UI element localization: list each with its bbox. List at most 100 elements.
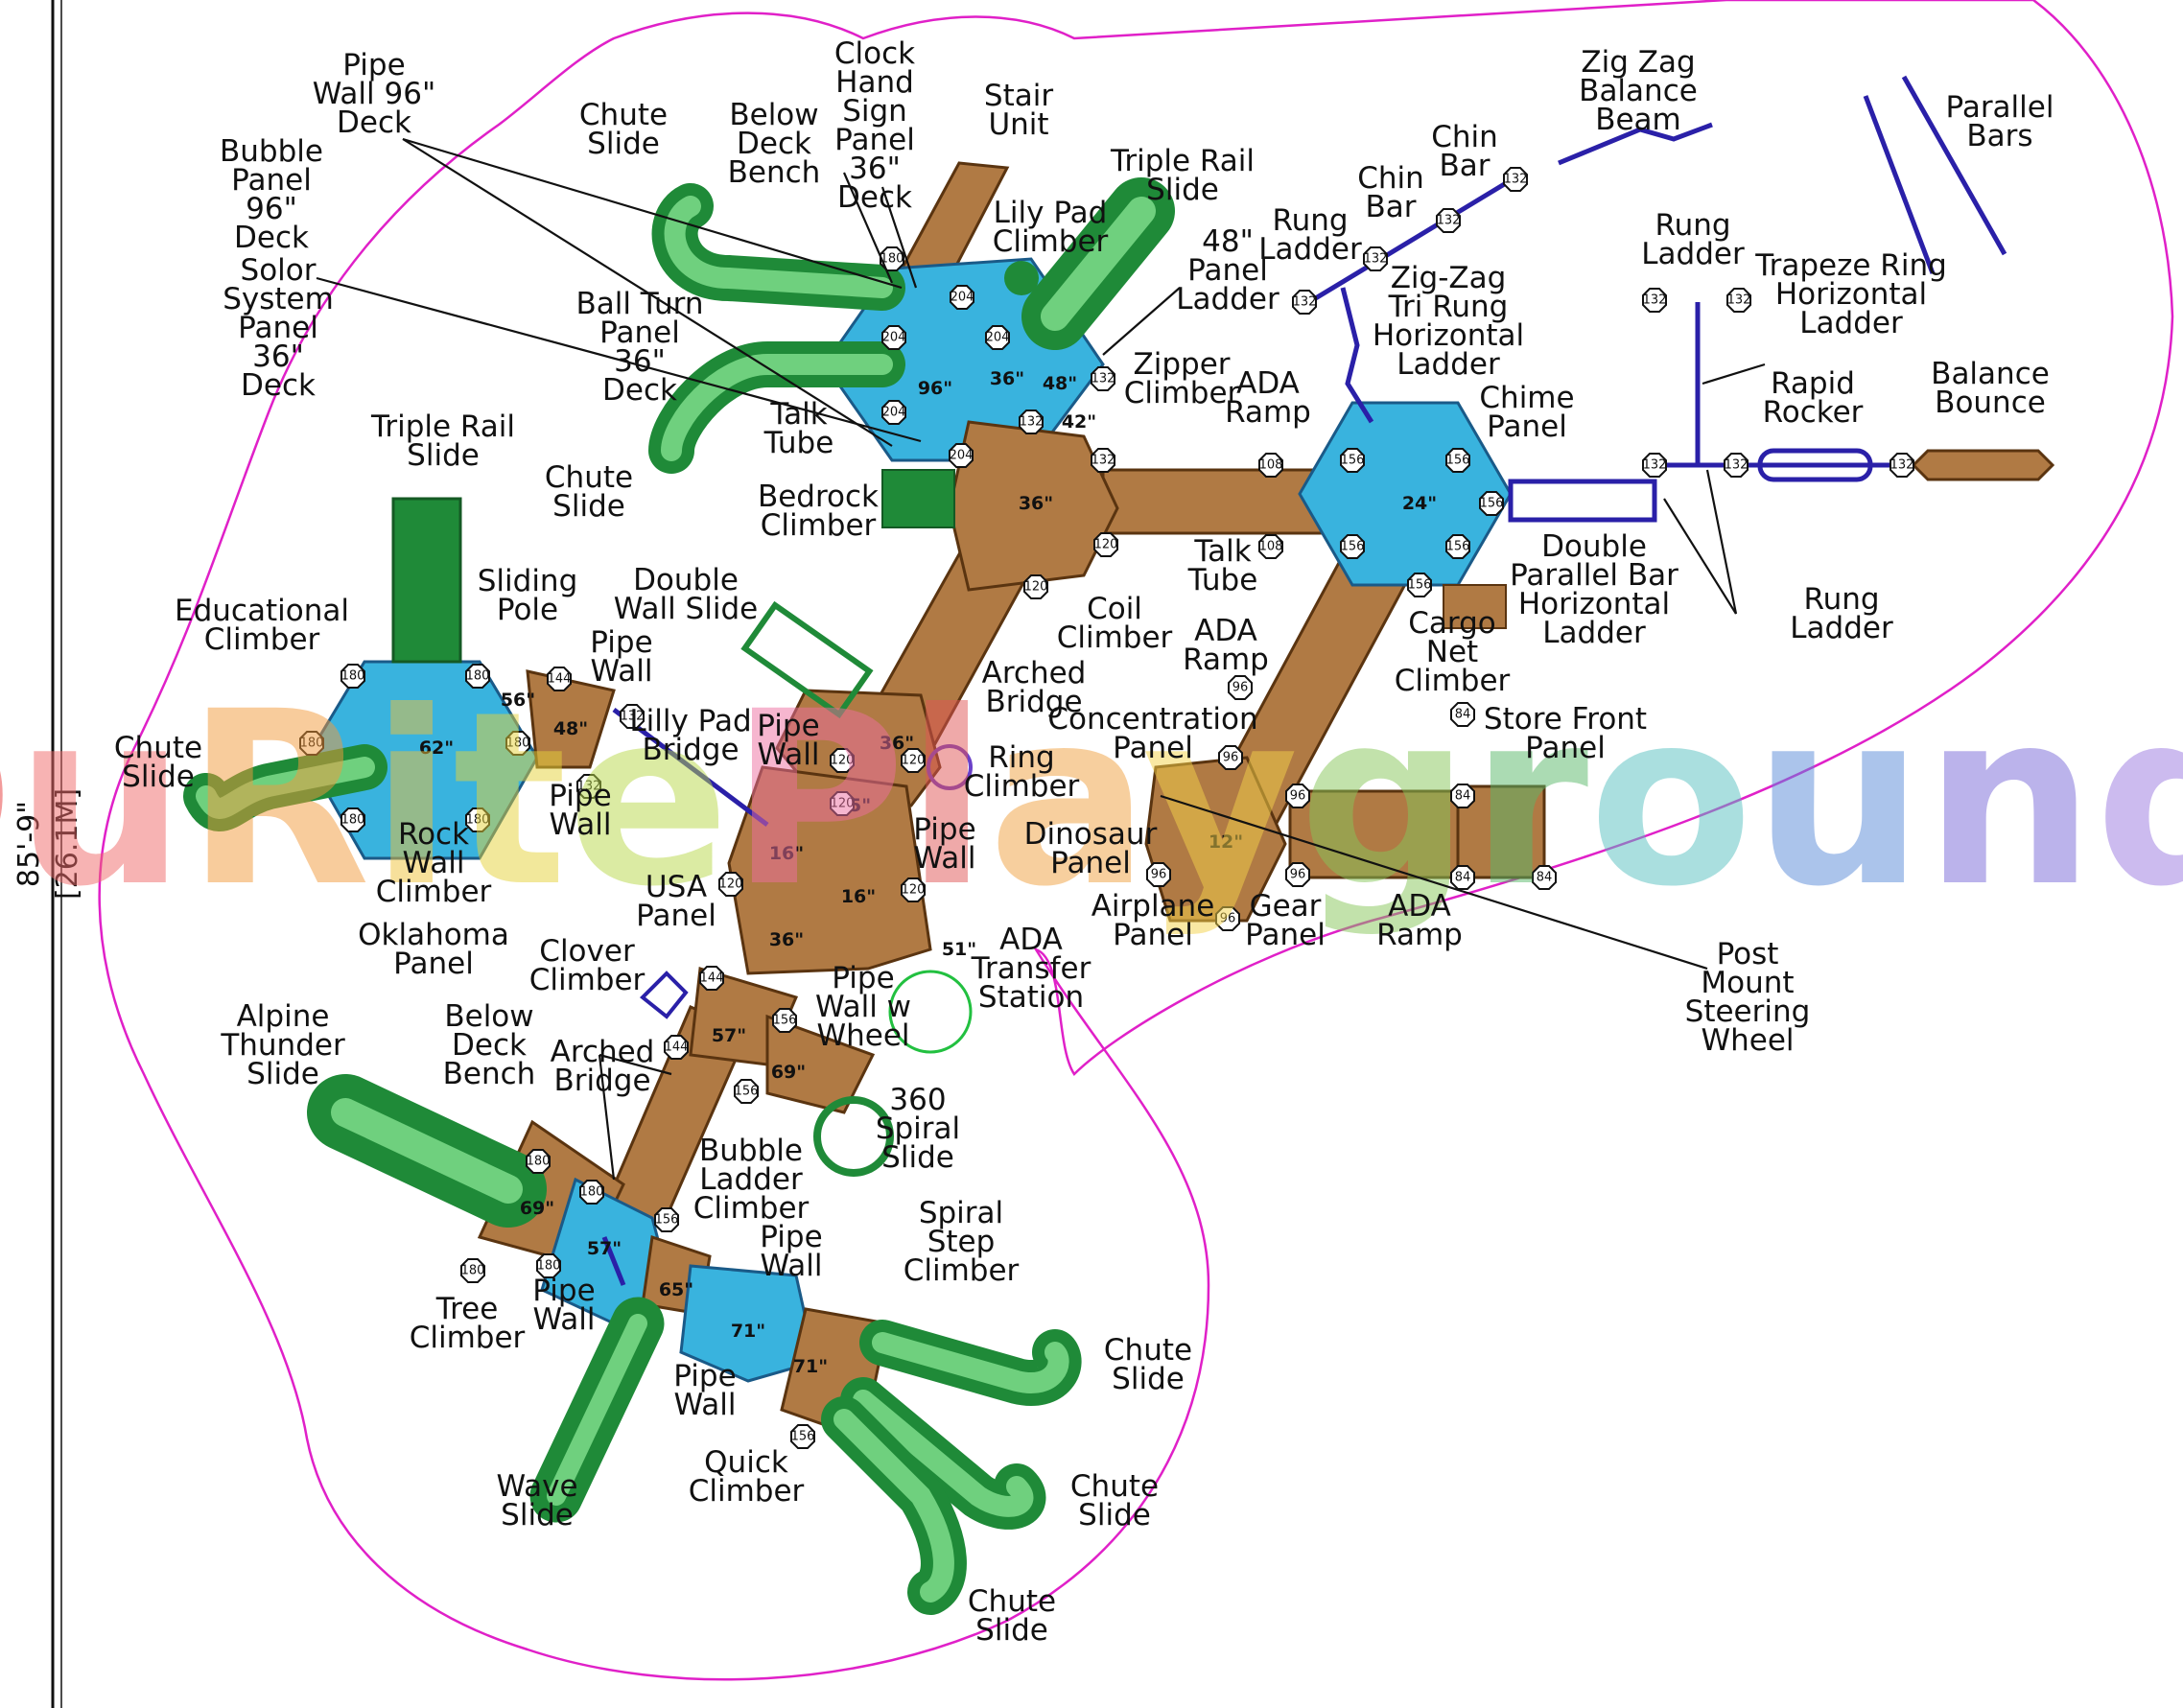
label-line: Rapid	[1771, 366, 1855, 401]
deck-height-36a: 36"	[990, 368, 1024, 389]
chute-to-bench	[601, 1236, 626, 1286]
post-octagon	[340, 807, 365, 832]
label-line: Chute	[1070, 1469, 1159, 1504]
label-line: Wall 96"	[313, 77, 435, 111]
post-height: 204	[882, 331, 906, 345]
label-line: Climber	[376, 875, 492, 909]
label-line: Wall w	[815, 990, 911, 1024]
label-line: Trapeze Ring	[1754, 248, 1947, 283]
label-line: Bridge	[985, 685, 1082, 719]
label-line: Deck	[737, 127, 811, 161]
post-marker: 180	[579, 1180, 604, 1205]
label-line: Climber	[693, 1191, 810, 1226]
label-line: Wall	[533, 1302, 596, 1337]
label-line: Horizontal	[1518, 587, 1670, 621]
label-line: Rung	[1655, 208, 1730, 243]
post-height: 144	[548, 672, 572, 687]
post-marker: 180	[460, 1258, 485, 1283]
label-line: Lilly Pad	[629, 704, 751, 738]
label-line: Slide	[246, 1057, 319, 1091]
post-marker: 180	[340, 664, 365, 689]
post-marker: 132	[1890, 453, 1914, 478]
post-marker: 180	[536, 1253, 561, 1278]
post-octagon	[790, 1424, 815, 1449]
post-marker: 84	[1532, 865, 1557, 890]
deck-heights: 96" 36" 48" 42" 36" 24" 62" 56" 48" 36" …	[419, 368, 1437, 1377]
post-octagon	[699, 966, 724, 991]
post-marker: 180	[880, 246, 904, 271]
label-line: Alpine	[237, 999, 330, 1034]
label-line: Sign	[842, 94, 907, 129]
label-line: Wall	[914, 841, 976, 876]
label-line: Tree	[435, 1292, 499, 1326]
label-line: Chime	[1479, 381, 1574, 415]
label-line: Pipe	[673, 1359, 736, 1393]
post-markers: 1802042042042042041321321321081081201201…	[299, 167, 1914, 1449]
label-line: Steering	[1685, 994, 1811, 1029]
post-octagon	[1532, 865, 1557, 890]
post-marker: 144	[664, 1035, 689, 1060]
post-height: 132	[1092, 372, 1115, 386]
label-line: Clock	[834, 36, 915, 71]
label-line: Ladder	[1790, 611, 1893, 645]
post-octagon	[1479, 491, 1504, 516]
label-line: Pipe	[757, 709, 819, 743]
deck-height-71b: 71"	[793, 1356, 828, 1377]
deck-height-71a: 71"	[731, 1321, 765, 1342]
post-marker: 132	[1436, 208, 1461, 233]
parallel-bar-2	[1901, 75, 2007, 256]
post-height: 96	[1151, 868, 1167, 882]
post-height: 204	[950, 449, 974, 463]
post-height: 84	[1455, 871, 1471, 885]
watermark: DuRitePlaygrounds	[0, 660, 2183, 939]
label-line: Below	[444, 999, 533, 1034]
deck-lower-right	[765, 1014, 876, 1114]
post-height: 132	[1643, 458, 1667, 473]
label-line: Slide	[122, 760, 195, 794]
post-octagon	[830, 791, 855, 816]
deck-height-69a: 69"	[771, 1062, 806, 1083]
label-line: Mount	[1701, 966, 1794, 1000]
deck-height-69b: 69"	[520, 1198, 554, 1219]
post-height: 180	[527, 1155, 551, 1169]
post-height: 156	[1446, 454, 1470, 468]
post-height: 180	[341, 813, 365, 828]
post-marker: 132	[576, 774, 601, 799]
deck-left-tri	[526, 669, 616, 769]
label-line: Horizontal	[1373, 318, 1524, 353]
post-octagon	[1642, 288, 1667, 313]
label-line: Panel	[599, 316, 680, 350]
label-line: Rung	[1272, 203, 1348, 238]
deck-height-36b: 36"	[1019, 493, 1053, 514]
post-octagon	[718, 872, 743, 897]
post-octagon	[1258, 534, 1283, 559]
post-marker: 120	[718, 872, 743, 897]
label-line: Coil	[1087, 592, 1142, 626]
post-height: 180	[880, 252, 904, 267]
label-line: Slide	[1112, 1362, 1185, 1396]
label-line: Slide	[975, 1613, 1048, 1648]
balance-bounce	[1911, 449, 2055, 481]
label-line: Slide	[552, 489, 625, 524]
post-marker: 156	[790, 1424, 815, 1449]
post-marker: 156	[654, 1207, 679, 1232]
label-line: Gear	[1250, 889, 1322, 924]
post-octagon	[1093, 532, 1118, 557]
label-line: Deck	[234, 221, 309, 255]
lily-pad-climber	[1004, 261, 1039, 295]
post-height: 120	[831, 754, 855, 768]
